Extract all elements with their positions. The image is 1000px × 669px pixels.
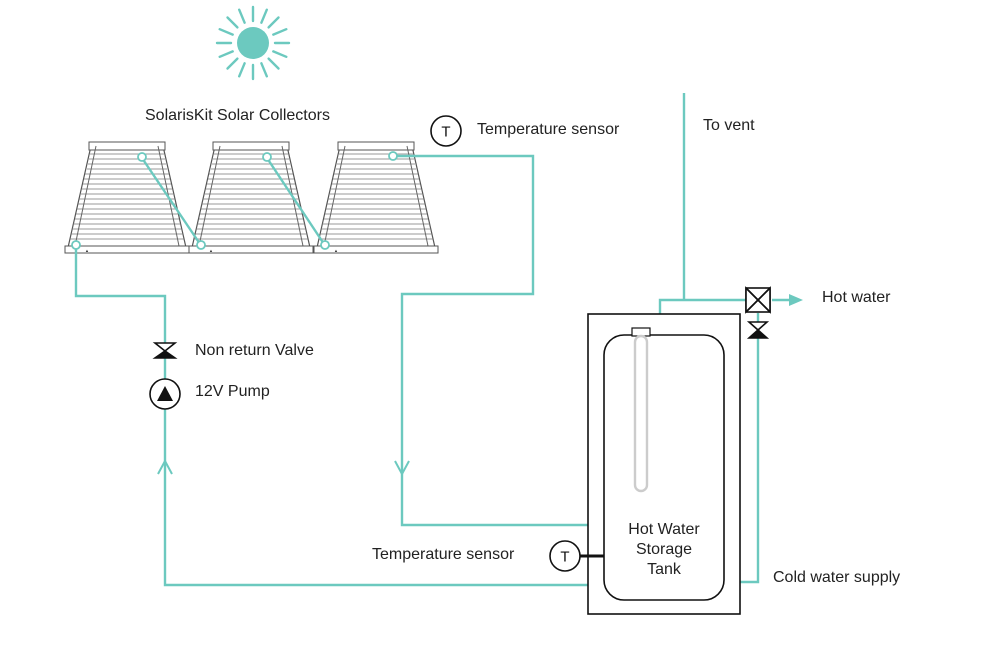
to-vent-label: To vent [703, 117, 755, 134]
flow-arrow [157, 458, 410, 477]
sun-ray [218, 50, 234, 58]
sun-ray [260, 8, 268, 24]
svg-text:T: T [441, 124, 450, 141]
pump-icon [149, 378, 181, 410]
temperature-sensor-label: Temperature sensor [477, 121, 620, 138]
sun-ray [272, 50, 288, 58]
sun-ray [226, 16, 239, 29]
tank-label: Hot Water Storage Tank [604, 520, 724, 580]
hot-water-storage-tank [587, 313, 741, 615]
temperature-sensor-icon: T [430, 115, 462, 147]
hot-water-arrow [789, 294, 803, 306]
sun-ray [218, 28, 234, 36]
pump-label: 12V Pump [195, 383, 270, 400]
solar-collector [64, 141, 190, 254]
tank-label-line: Hot Water [628, 521, 700, 538]
cold-water-supply-label: Cold water supply [773, 569, 901, 586]
tank-label-line: Tank [647, 561, 681, 578]
sun-ray [260, 62, 268, 78]
sun-ray [267, 57, 280, 70]
heating-element [633, 334, 649, 493]
check-valve-icon [746, 321, 770, 339]
sun-icon [215, 5, 291, 81]
sun-ray [226, 57, 239, 70]
collector-port [71, 151, 398, 250]
svg-text:T: T [560, 549, 569, 566]
non-return-valve-label: Non return Valve [195, 342, 314, 359]
non-return-valve-icon [152, 342, 178, 359]
temperature-sensor-label: Temperature sensor [372, 546, 515, 563]
mixing-valve-icon [745, 286, 771, 314]
solar-collector [313, 141, 439, 254]
temperature-sensor-icon: T [549, 540, 604, 572]
tank-label-line: Storage [635, 541, 693, 558]
hot-water-label: Hot water [822, 289, 891, 306]
sun-ray [267, 16, 280, 29]
collectors-label: SolarisKit Solar Collectors [145, 107, 330, 124]
sun-ray [237, 8, 246, 24]
sun-ray [272, 28, 288, 36]
sun-ray [237, 62, 246, 78]
